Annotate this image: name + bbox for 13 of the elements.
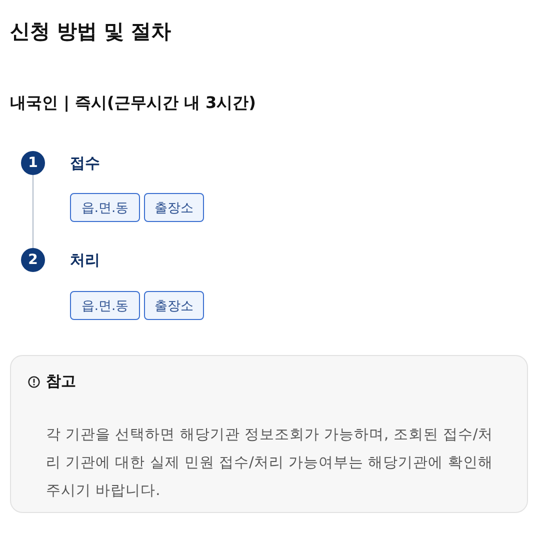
note-text: 각 기관을 선택하면 해당기관 정보조회가 가능하며, 조회된 접수/처리 기관에 대한 실제 민원 접수/처리 가능여부는 해당기관에 확인해 주시기 바랍니다. [46, 426, 494, 501]
page-title: 신청 방법 및 절차 [10, 18, 171, 45]
note-heading: 참고 [46, 372, 76, 391]
office-tag: 읍.면.동 [70, 291, 140, 320]
step-title: 처리 [70, 251, 100, 270]
step-number-circle: 1 [21, 151, 45, 175]
timeline-line [32, 175, 34, 248]
step-number-circle: 2 [21, 248, 45, 272]
section-heading: 내국인 | 즉시(근무시간 내 3시간) [10, 93, 256, 114]
office-tag: 읍.면.동 [70, 193, 140, 222]
office-tag: 출장소 [144, 193, 204, 222]
office-tag: 출장소 [144, 291, 204, 320]
step-title: 접수 [70, 154, 100, 173]
